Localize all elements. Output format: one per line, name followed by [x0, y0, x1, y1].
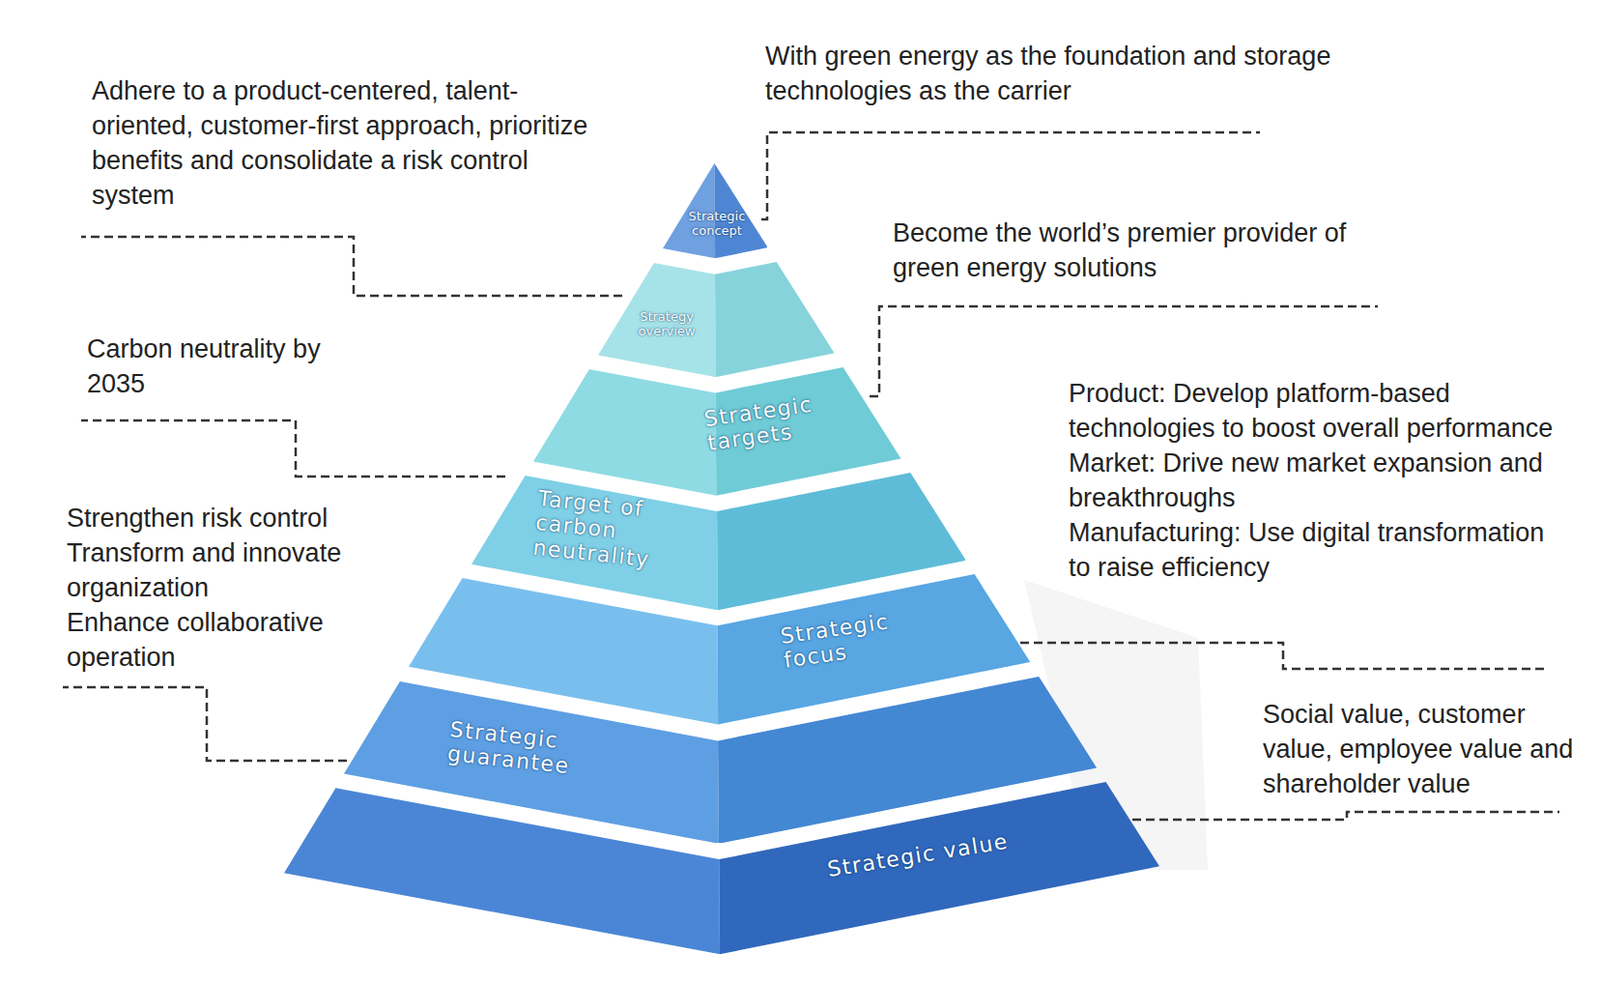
callout-group: Product: Develop platform-based technolo… [1068, 375, 1572, 585]
band-right-face [718, 781, 1160, 954]
pyramid-band: Strategic concept [662, 163, 769, 258]
leader-line [761, 132, 1260, 220]
callout-text: Manufacturing: Use digital transformatio… [1068, 514, 1572, 585]
pyramid-band: Strategic targets [533, 367, 902, 496]
callout-text: Become the world’s premier provider of g… [892, 215, 1376, 286]
pyramid-band: Strategic value [284, 781, 1160, 954]
callout-text: Social value, customer value, employee v… [1262, 696, 1587, 801]
callout-text: Carbon neutrality by 2035 [86, 331, 358, 401]
band-right-face [714, 261, 835, 377]
callout-text: Transform and innovate organization [66, 535, 400, 605]
band-left-face [598, 262, 716, 377]
callout-text: Market: Drive new market expansion and b… [1068, 445, 1572, 515]
band-shape [598, 261, 835, 377]
pyramid-band: Strategy overview [598, 261, 835, 377]
band-shape [284, 781, 1160, 954]
band-label: Strategy overview [628, 310, 706, 340]
leader-line [81, 420, 506, 477]
callout-group: Strengthen risk controlTransform and inn… [66, 500, 400, 675]
leader-line [62, 686, 347, 761]
callout-group: Become the world’s premier provider of g… [892, 215, 1376, 286]
callout-text: Adhere to a product-centered, talent-ori… [91, 73, 595, 213]
band-left-face [284, 787, 720, 954]
leader-line [1020, 642, 1546, 669]
pyramid-band: Target of carbon neutrality [471, 472, 967, 610]
callout-group: Carbon neutrality by 2035 [86, 331, 358, 401]
callout-group: With green energy as the foundation and … [765, 38, 1345, 109]
band-label: Strategic concept [678, 209, 756, 239]
callout-text: Enhance collaborative operation [66, 604, 400, 675]
callout-text: With green energy as the foundation and … [765, 38, 1345, 109]
callout-group: Adhere to a product-centered, talent-ori… [91, 73, 595, 213]
callout-text: Product: Develop platform-based technolo… [1068, 375, 1572, 446]
leader-line [81, 236, 623, 296]
callout-group: Social value, customer value, employee v… [1262, 696, 1587, 801]
band-left-face [533, 369, 716, 496]
leader-line [1132, 811, 1560, 820]
callout-text: Strengthen risk control [66, 500, 400, 536]
